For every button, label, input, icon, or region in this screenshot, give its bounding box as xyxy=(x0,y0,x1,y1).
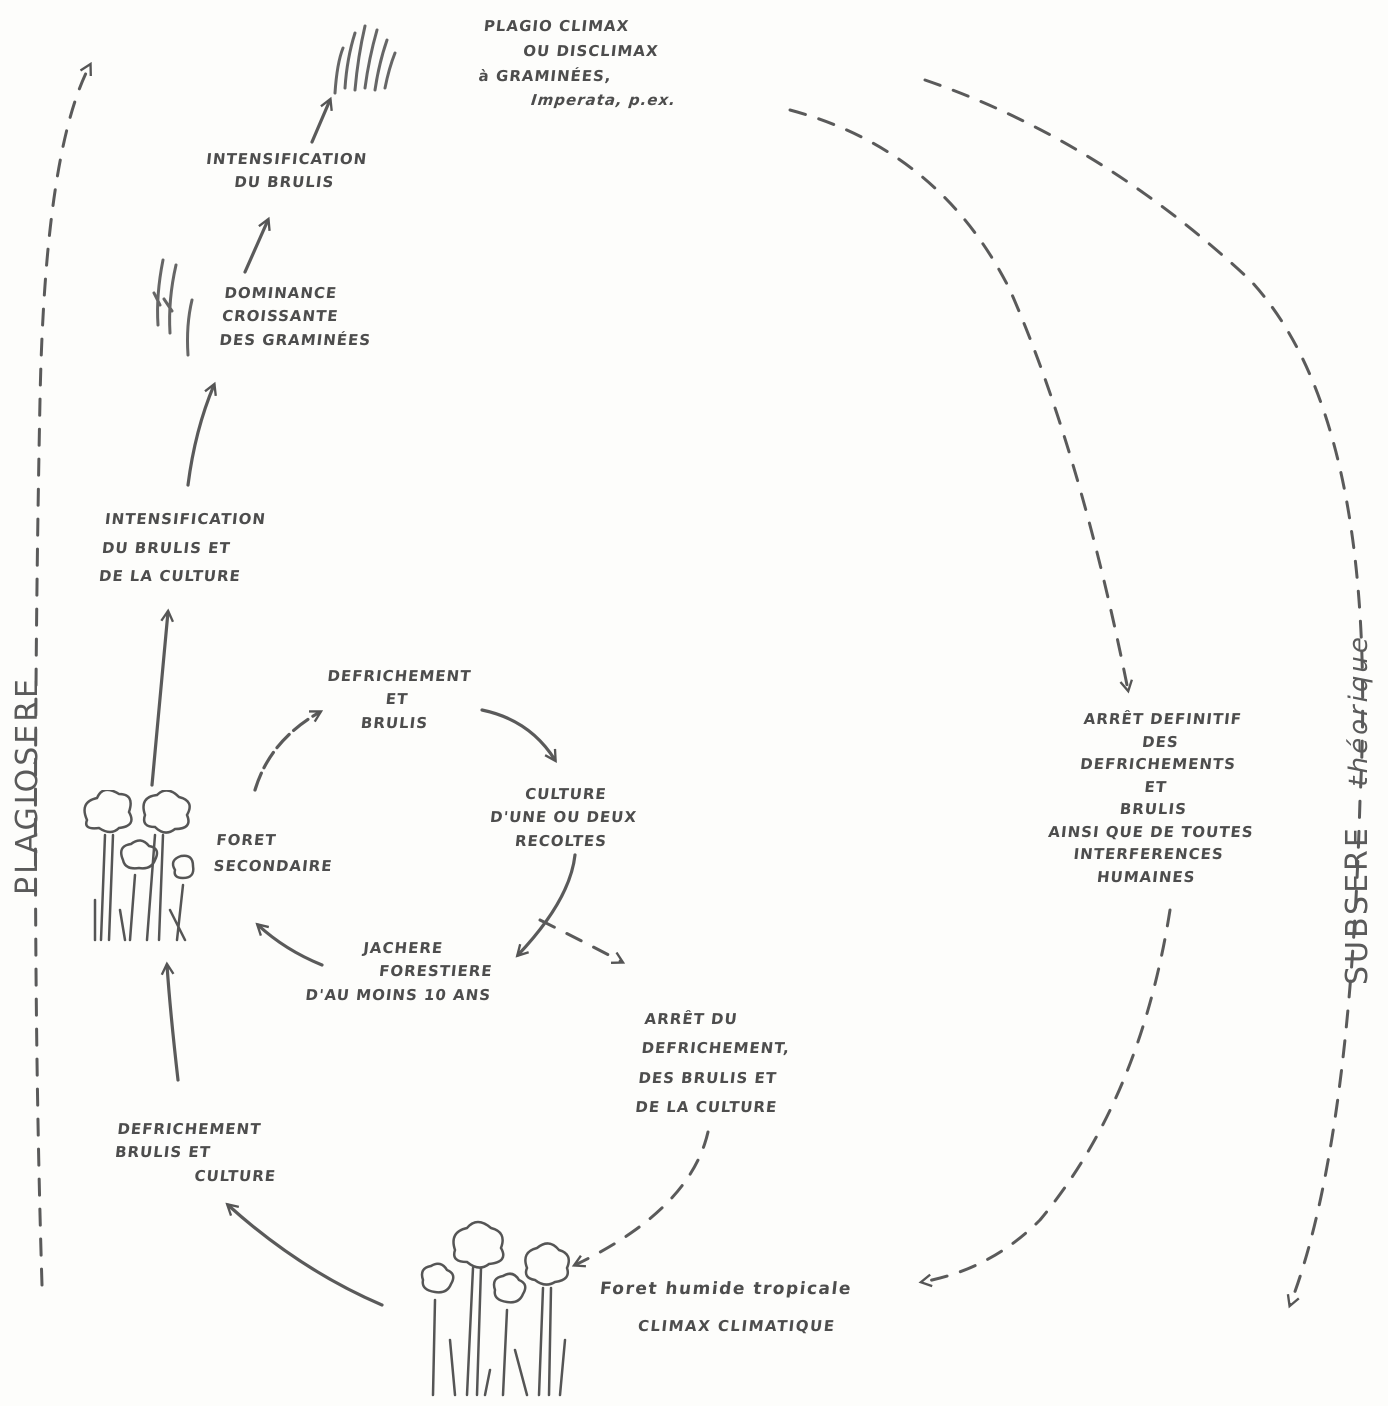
plagiosere-text: PLAGIOSERE xyxy=(10,676,45,895)
label-line: DES xyxy=(1141,732,1180,751)
label-arret-definitif: ARRÊT DEFINITIF DES DEFRICHEMENTS ET BRU… xyxy=(1043,708,1267,888)
label-jachere: JACHERE FORESTIERE D'AU MOINS 10 ANS xyxy=(304,937,497,1007)
label-line: SECONDAIRE xyxy=(212,856,334,875)
label-line: CROISSANTE xyxy=(221,307,340,326)
arrow-brulis-to-grass xyxy=(310,100,330,144)
grass-tuft-icon xyxy=(152,258,194,357)
label-line: ET xyxy=(384,690,410,709)
label-dominance: DOMINANCE CROISSANTE DES GRAMINÉES xyxy=(218,282,377,352)
subsere-qualifier: théorique xyxy=(1344,634,1374,787)
subsere-word: SUBSERE xyxy=(1340,825,1375,985)
label-plagioclimax: PLAGIO CLIMAX OU DISCLIMAX à GRAMINÉES, … xyxy=(475,14,685,113)
label-line: PLAGIO CLIMAX xyxy=(482,17,631,35)
label-line: D'UNE OU DEUX xyxy=(489,808,638,827)
label-plagiosere: PLAGIOSERE xyxy=(10,676,45,895)
label-defrichement-culture: DEFRICHEMENT BRULIS ET CULTURE xyxy=(111,1118,282,1188)
grass-tuft-icon xyxy=(333,24,397,95)
label-intensification-culture: INTENSIFICATION DU BRULIS ET DE LA CULTU… xyxy=(98,505,268,591)
arrow-climax-to-defrichement xyxy=(228,1205,384,1307)
dashed-culture-to-arret xyxy=(538,918,622,962)
arrow-defrichement-to-culture xyxy=(480,708,555,760)
label-line: DES GRAMINÉES xyxy=(218,330,373,349)
label-line: CULTURE xyxy=(193,1166,278,1185)
label-line: HUMAINES xyxy=(1096,867,1197,886)
arrow-culture-to-jachere xyxy=(518,853,577,955)
dashed-arret-to-climax xyxy=(575,1130,710,1265)
label-line: FORET xyxy=(215,831,278,849)
label-line: DE LA CULTURE xyxy=(634,1097,779,1116)
arrow-defrichement-to-secondary xyxy=(167,965,180,1082)
label-line: BRULIS xyxy=(1118,800,1188,818)
label-line: CULTURE xyxy=(524,785,608,803)
label-line: DEFRICHEMENTS xyxy=(1079,755,1237,773)
label-arret-defrichement: ARRÊT DU DEFRICHEMENT, DES BRULIS ET DE … xyxy=(634,1005,795,1122)
arrow-secondary-to-intensification xyxy=(150,612,168,787)
label-line: DU BRULIS xyxy=(233,173,336,192)
label-line: BRULIS ET xyxy=(114,1143,212,1162)
label-line: OU DISCLIMAX xyxy=(522,41,660,60)
label-subsere: SUBSERE théorique xyxy=(1340,634,1375,985)
label-line: DU BRULIS ET xyxy=(101,538,232,557)
label-line: ET xyxy=(1143,777,1168,796)
dashed-plagiosere-left xyxy=(33,65,90,1287)
label-line: JACHERE xyxy=(362,939,445,957)
label-line: D'AU MOINS 10 ANS xyxy=(304,985,493,1004)
label-line: DE LA CULTURE xyxy=(98,567,242,585)
label-line: Imperata, p.ex. xyxy=(530,91,677,110)
label-line: INTERFERENCES xyxy=(1072,845,1225,863)
label-foret-humide: Foret humide tropicale CLIMAX CLIMATIQUE xyxy=(594,1270,854,1344)
arrow-dominance-to-intensification-brulis xyxy=(243,220,268,274)
label-line: à GRAMINÉES, xyxy=(477,66,613,85)
label-foret-secondaire: FORET SECONDAIRE xyxy=(212,828,336,879)
label-line: ARRÊT DEFINITIF xyxy=(1082,710,1243,728)
label-line: CLIMAX CLIMATIQUE xyxy=(637,1317,837,1336)
label-line: DOMINANCE xyxy=(223,284,339,302)
label-line: DEFRICHEMENT xyxy=(326,667,473,685)
label-intensification-brulis: INTENSIFICATION DU BRULIS xyxy=(203,148,369,195)
label-line: INTENSIFICATION xyxy=(104,510,267,528)
arrow-intensification-to-dominance xyxy=(186,385,214,487)
tree-cluster-icon xyxy=(83,790,195,942)
dashed-arret-definitif-to-climax xyxy=(922,908,1172,1282)
label-line: DEFRICHEMENT xyxy=(116,1120,263,1138)
label-line: FORESTIERE xyxy=(378,962,494,981)
label-line: BRULIS xyxy=(360,713,430,732)
label-line: DES BRULIS ET xyxy=(637,1068,779,1087)
label-line: Foret humide tropicale xyxy=(598,1279,853,1299)
label-line: RECOLTES xyxy=(514,831,608,850)
label-line: AINSI QUE DE TOUTES xyxy=(1047,822,1255,841)
dashed-plagioclimax-to-arret-definitif xyxy=(788,108,1128,690)
label-culture-recoltes: CULTURE D'UNE OU DEUX RECOLTES xyxy=(486,783,640,853)
dashed-subsere-outer xyxy=(923,78,1365,1305)
label-defrichement-brulis: DEFRICHEMENT ET BRULIS xyxy=(321,665,473,735)
arrow-jachere-to-secondary xyxy=(258,925,324,967)
label-line: DEFRICHEMENT, xyxy=(640,1039,791,1058)
label-line: ARRÊT DU xyxy=(643,1010,739,1028)
tree-cluster-icon xyxy=(420,1220,570,1397)
arrow-secondary-to-defrichement xyxy=(253,712,320,792)
label-line: INTENSIFICATION xyxy=(205,150,369,168)
